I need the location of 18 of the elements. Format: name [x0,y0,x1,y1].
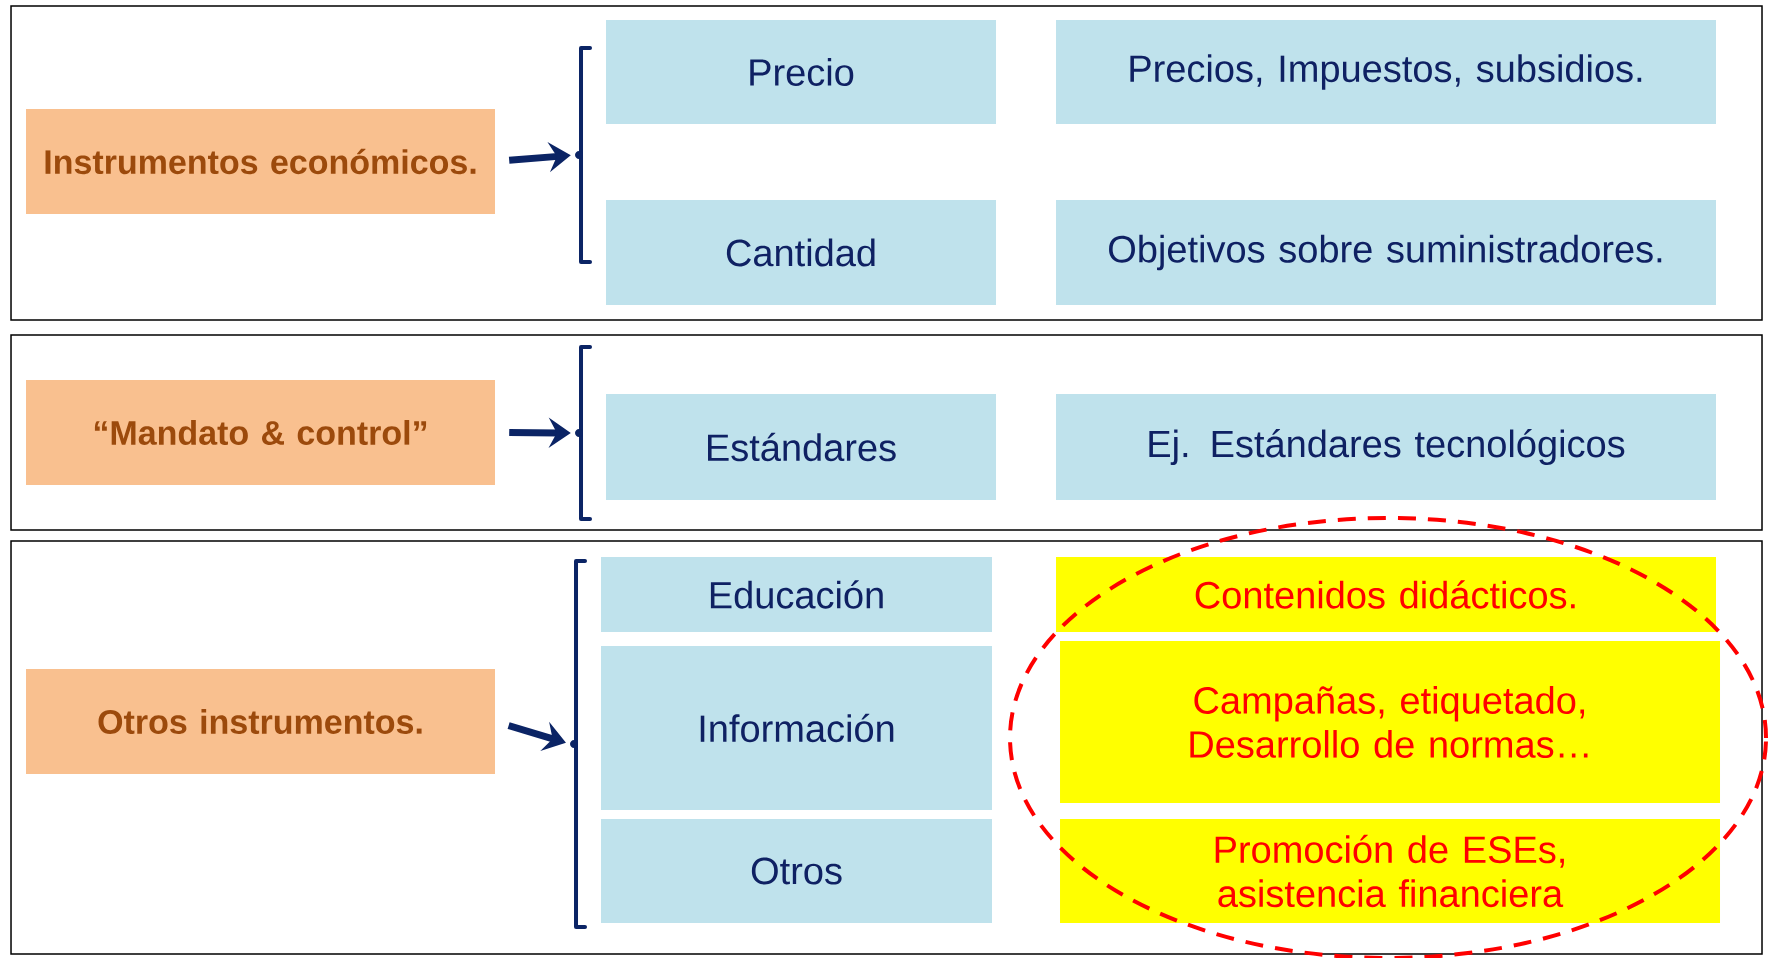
bracket [575,345,592,521]
category-box: Precios, Impuestos, subsidios. [1056,20,1716,124]
label-box: Instrumentos económicos. [26,109,495,214]
label-box: “Mandato & control” [26,380,495,485]
category-box: Ej. Estándares tecnológicos [1056,394,1716,500]
highlight-box: Campañas, etiquetado, Desarrollo de normas… [1060,641,1720,803]
highlight-box: Contenidos didácticos. [1056,557,1716,632]
category-box: Estándares [606,394,996,500]
category-box: Otros [601,819,992,923]
category-box: Información [601,646,992,810]
bracket [575,46,592,264]
bracket [570,559,587,929]
highlight-box: Promoción de ESEs, asistencia financiera [1060,819,1720,923]
label-box: Otros instrumentos. [26,669,495,774]
category-box: Cantidad [606,200,996,305]
category-box: Precio [606,20,996,124]
category-box: Objetivos sobre suministradores. [1056,200,1716,305]
category-box: Educación [601,557,992,632]
